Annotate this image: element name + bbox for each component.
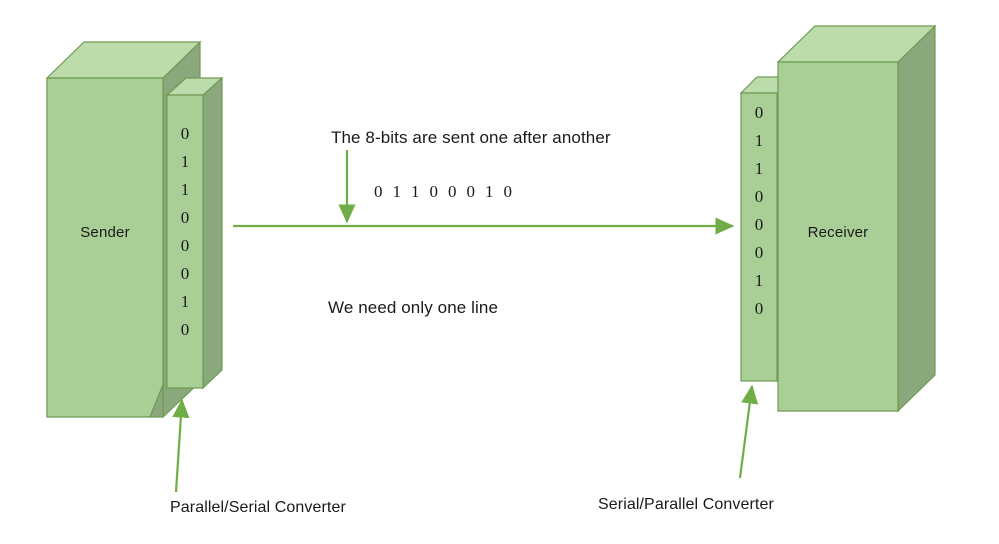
register-digit: 1 <box>754 131 764 150</box>
sender-register-front <box>166 94 204 389</box>
serial-bitstream-label: 0 1 1 0 0 0 1 0 <box>374 182 513 201</box>
sender-body-front <box>46 77 164 418</box>
register-digit: 1 <box>180 292 190 311</box>
serial-parallel-converter-arrow <box>738 384 759 479</box>
register-digit: 1 <box>180 180 190 199</box>
receiver-label: Receiver <box>807 224 869 241</box>
register-digit: 0 <box>180 208 190 227</box>
receiver-register-digits: 0 1 1 0 0 0 1 0 <box>741 93 777 381</box>
register-digit: 1 <box>754 271 764 290</box>
register-digit: 1 <box>180 152 190 171</box>
sender-register-side <box>202 76 223 390</box>
sender-register-digits: 0 1 1 0 0 0 1 0 <box>167 95 203 388</box>
register-digit: 0 <box>180 124 190 143</box>
parallel-serial-converter-arrow <box>172 398 190 493</box>
register-digit: 0 <box>754 215 764 234</box>
register-digit: 0 <box>754 243 764 262</box>
register-digit: 1 <box>754 159 764 178</box>
receiver-block <box>739 24 937 413</box>
sent-note-label: The 8-bits are sent one after another <box>331 128 611 147</box>
receiver-body-side <box>897 24 936 413</box>
register-digit: 0 <box>180 236 190 255</box>
register-digit: 0 <box>754 187 764 206</box>
register-digit: 0 <box>754 299 764 318</box>
serial-parallel-converter-label: Serial/Parallel Converter <box>598 496 774 513</box>
register-digit: 0 <box>754 103 764 122</box>
sender-label: Sender <box>80 224 130 241</box>
one-line-note-label: We need only one line <box>328 298 499 317</box>
parallel-serial-converter-label: Parallel/Serial Converter <box>170 499 346 516</box>
register-digit: 0 <box>180 320 190 339</box>
receiver-body-front <box>777 61 899 412</box>
sender-block <box>45 40 224 419</box>
receiver-register-front <box>740 92 778 382</box>
sender-body-chamfer <box>149 384 164 418</box>
register-digit: 0 <box>180 264 190 283</box>
